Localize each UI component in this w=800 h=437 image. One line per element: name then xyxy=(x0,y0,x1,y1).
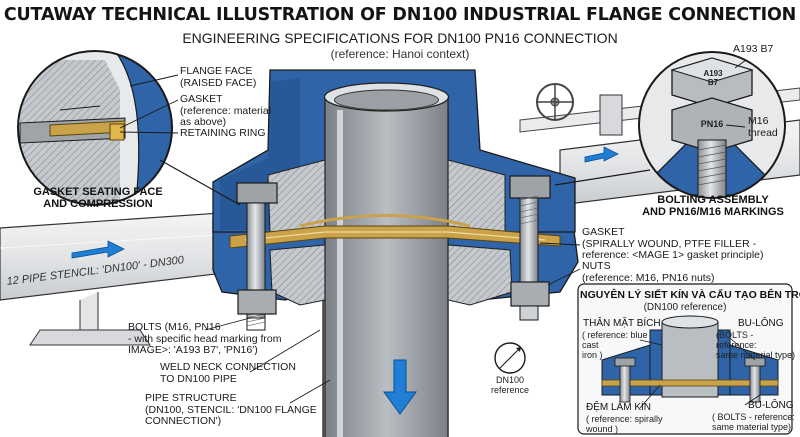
flange-face-label: FLANGE FACE (RAISED FACE) xyxy=(180,65,257,89)
inset-title: NGUYÊN LÝ SIẾT KÍN VÀ CẤU TẠO BÊN TRONG xyxy=(580,289,800,301)
inset-subtitle: (DN100 reference) xyxy=(643,302,727,313)
weld-neck-callout: WELD NECK CONNECTION TO DN100 PIPE xyxy=(160,361,296,385)
leader-lines xyxy=(119,59,747,404)
dn100-reference-label: DN100 reference xyxy=(490,375,530,395)
page-reference: (reference: Hanoi context) xyxy=(330,47,470,61)
main-flange-assembly xyxy=(212,69,579,437)
flow-arrow-right xyxy=(584,146,619,163)
m16-thread-label: M16 thread xyxy=(748,115,778,139)
bu-long-bottom-ref: ( BOLTS - reference: same material type) xyxy=(712,412,795,432)
page-subtitle: ENGINEERING SPECIFICATIONS FOR DN100 PN1… xyxy=(182,30,618,46)
dn100-reference-icon xyxy=(494,342,526,374)
bolting-detail xyxy=(554,51,786,199)
nut-marking: PN16 xyxy=(700,119,724,129)
bu-long-top-label: BU-LÔNG xyxy=(738,318,784,329)
bolting-assembly-caption: BOLTING ASSEMBLY AND PN16/M16 MARKINGS xyxy=(642,194,784,218)
dem-lam-kin-ref: ( reference: spirally wound ) xyxy=(586,414,663,434)
a193-label: A193 B7 xyxy=(733,43,774,55)
bolts-callout: BOLTS (M16, PN16 - with specific head ma… xyxy=(128,321,282,356)
inset-panel xyxy=(577,283,793,435)
bolt-head-marking: A193 B7 xyxy=(703,69,723,87)
page-title: CUTAWAY TECHNICAL ILLUSTRATION OF DN100 … xyxy=(3,5,797,25)
background-pipe-left xyxy=(0,209,266,346)
flow-arrow-left xyxy=(71,240,125,259)
gasket-detail-label: GASKET (reference: material as above) xyxy=(180,93,272,128)
gasket-seating-caption: GASKET SEATING FACE AND COMPRESSION xyxy=(33,186,163,210)
bu-long-bottom-label: BU-LÔNG xyxy=(748,400,794,411)
than-mat-bich-label: THÂN MẶT BÍCH xyxy=(583,318,661,329)
flow-arrow-down xyxy=(383,359,417,415)
gasket-callout: GASKET (SPIRALLY WOUND, PTFE FILLER - re… xyxy=(582,226,764,261)
pipe-structure-callout: PIPE STRUCTURE (DN100, STENCIL: 'DN100 F… xyxy=(145,392,317,427)
bu-long-top-ref: (BOLTS - reference: same material type) xyxy=(716,330,796,360)
retaining-ring-label: RETAINING RING xyxy=(180,127,266,139)
than-mat-bich-ref: ( reference: blue cast iron ) xyxy=(582,330,648,360)
gasket-seating-detail xyxy=(17,50,241,206)
nuts-callout: NUTS (reference: M16, PN16 nuts) xyxy=(582,260,715,284)
dem-lam-kin-label: ĐỆM LÀM KÍN xyxy=(586,402,652,413)
